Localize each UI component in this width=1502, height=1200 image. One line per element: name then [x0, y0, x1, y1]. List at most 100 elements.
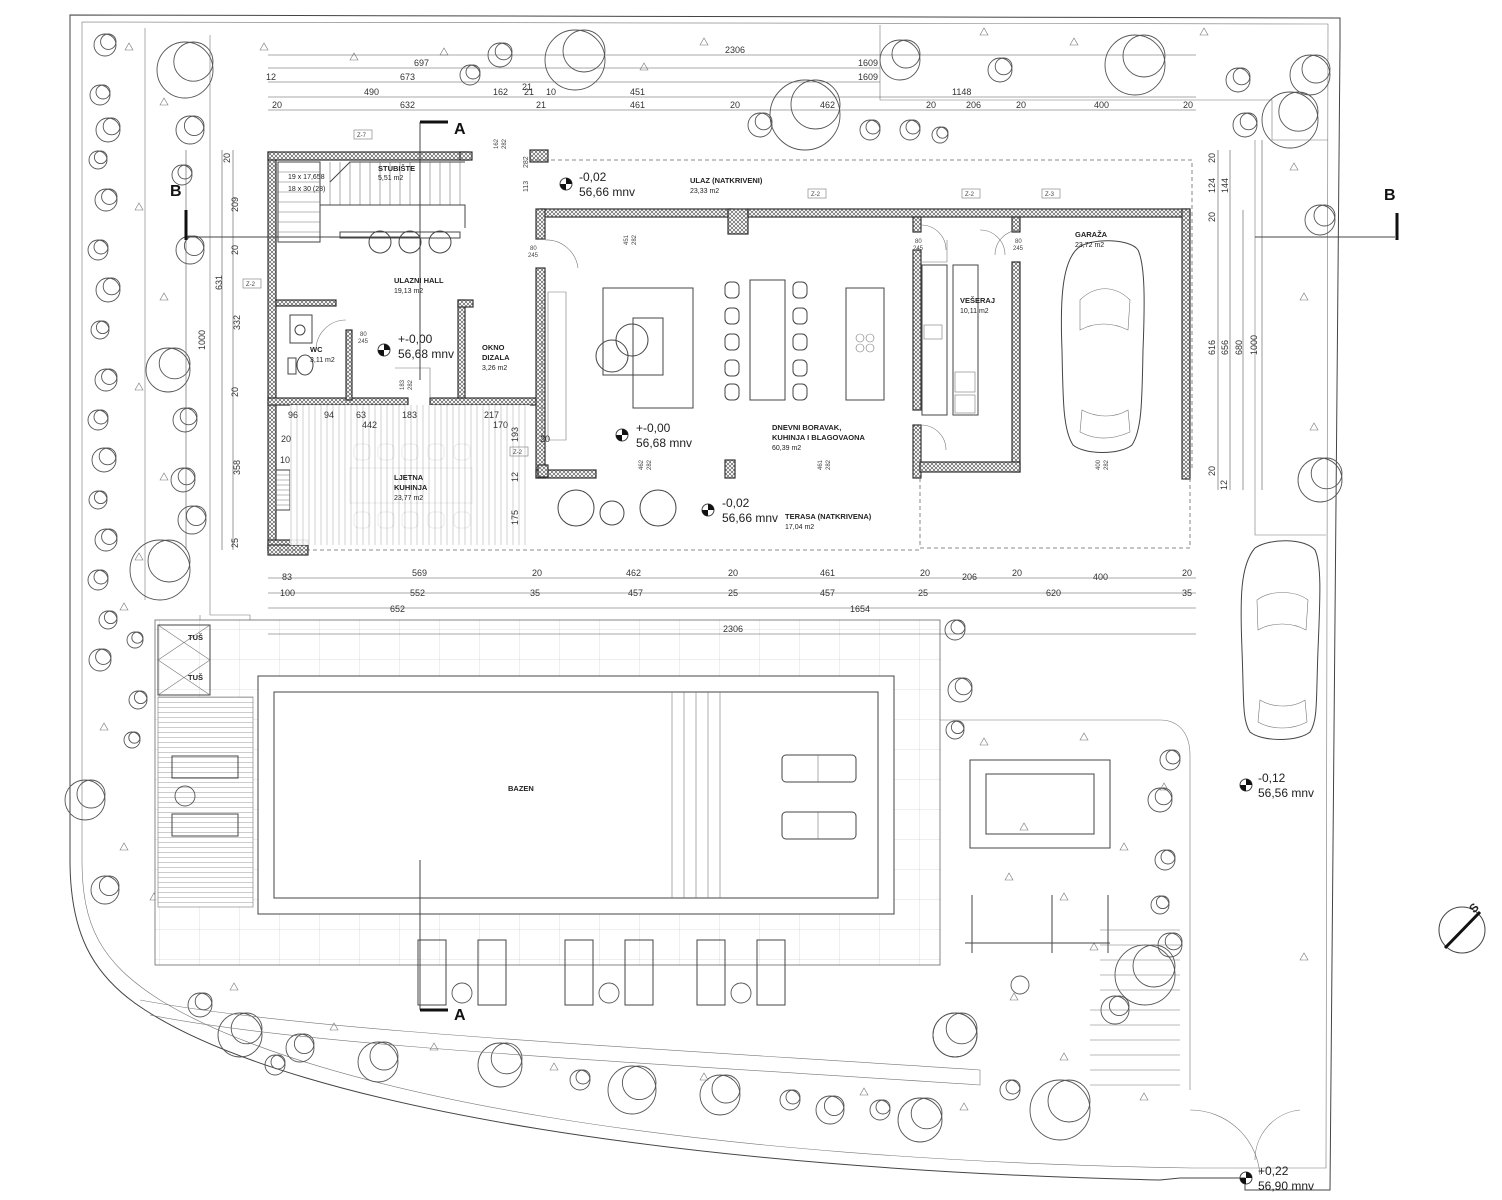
- ground-symbol: [859, 1087, 869, 1096]
- tree: [1261, 91, 1319, 149]
- room-area-ulaz: 23,33 m2: [690, 188, 719, 195]
- ground-symbol: [1079, 732, 1089, 741]
- tree: [459, 64, 481, 86]
- dim-top-r4-1: 632: [400, 100, 415, 110]
- door-tag-13: 282: [826, 459, 832, 470]
- tree-canopy: [790, 79, 841, 130]
- level-marker-boravak: +-0,00 56,68 mnv: [615, 421, 692, 450]
- tree-canopy: [185, 505, 207, 527]
- dim-bot-r2-6: 25: [918, 588, 928, 598]
- room-area-garaza: 23,72 m2: [1075, 242, 1104, 249]
- tree-canopy: [183, 235, 205, 257]
- tree: [1304, 204, 1336, 236]
- dimension-texts: 2306 697 1609 12 673 21 1609 490 162 21 …: [197, 45, 1259, 634]
- wall-tag-4: Z-2: [965, 192, 975, 198]
- dining-chair: [724, 307, 740, 325]
- room-name-hall: ULAZNI HALL: [394, 276, 444, 285]
- pool-area: [139, 619, 981, 1086]
- tree-canopy: [891, 39, 921, 69]
- tree-canopy: [1005, 1079, 1021, 1095]
- room-area-veseraj: 10,11 m2: [960, 308, 989, 315]
- tree: [93, 33, 117, 57]
- tree: [187, 992, 213, 1018]
- tree-canopy: [230, 1012, 263, 1045]
- dim-right-c2-0: 144: [1220, 178, 1230, 193]
- wall-tag-1: Z-2: [246, 282, 256, 288]
- door-tag-12: 461: [818, 459, 824, 470]
- level-marker-parking: -0,12 56,56 mnv: [1239, 771, 1314, 800]
- dim-int-10: 20: [281, 434, 291, 444]
- tree: [607, 1065, 657, 1115]
- tree-canopy: [93, 239, 109, 255]
- wall-tag-5: Z-3: [1045, 192, 1055, 198]
- dim-top-r3-5: 1148: [952, 87, 971, 97]
- dining-chair: [792, 333, 808, 351]
- staircase: [277, 161, 466, 243]
- room-labels: 19 x 17,658 18 x 30 (28) STUBIŠTE 5,51 m…: [188, 164, 1108, 793]
- dim-top-r2-3: 1609: [858, 72, 878, 82]
- dim-int-12: 175: [510, 510, 520, 525]
- room-area-ljetna: 23,77 m2: [394, 495, 423, 502]
- dim-int-13: 113: [523, 181, 530, 192]
- kitchen-island: [845, 287, 885, 401]
- tree-canopy: [1310, 457, 1343, 490]
- dim-top-r4-6: 20: [926, 100, 936, 110]
- room-name-veseraj: VEŠERAJ: [960, 296, 995, 305]
- dining-chair: [724, 333, 740, 351]
- ground-symbol: [119, 602, 129, 611]
- ground-symbol: [124, 42, 134, 51]
- tree-canopy: [1047, 1079, 1091, 1123]
- laundry-fixtures: [921, 240, 979, 416]
- room-area-wc: 3,11 m2: [310, 357, 335, 364]
- dim-bot-r2-2: 35: [530, 588, 540, 598]
- tree-canopy: [490, 1042, 523, 1075]
- level-hall-rel: +-0,00: [398, 332, 433, 346]
- ground-symbol: [1199, 27, 1209, 36]
- tree: [156, 41, 214, 99]
- hall-seating: [339, 230, 461, 254]
- wall-tag-0: Z-7: [357, 133, 367, 139]
- dim-int-11: 12: [510, 472, 520, 482]
- tree: [128, 690, 148, 710]
- ground-symbol: [1059, 892, 1069, 901]
- ground-symbol: [979, 27, 989, 36]
- tree-canopy: [194, 992, 213, 1011]
- ground-symbol: [1009, 992, 1019, 1001]
- dim-bot-r1-9: 20: [1182, 568, 1192, 578]
- ground-symbol: [439, 47, 449, 56]
- tree: [175, 115, 205, 145]
- dim-top-r3-2: 21: [524, 87, 534, 97]
- dim-bot-r1-0: 569: [412, 568, 427, 578]
- room-area-hall: 19,13 m2: [394, 288, 423, 295]
- room-name-tus-1: TUŠ: [188, 633, 203, 642]
- plot-boundary: [69, 14, 1341, 1191]
- tree: [264, 1054, 286, 1076]
- wall-tag-3: Z-2: [811, 192, 821, 198]
- dim-int-6: 170: [493, 420, 508, 430]
- dim-top-r4-8: 20: [1016, 100, 1026, 110]
- wall-tag-2: Z-2: [513, 450, 523, 456]
- tree-canopy: [575, 1069, 591, 1085]
- tree: [569, 1069, 591, 1091]
- room-name-boravak-1: DNEVNI BORAVAK,: [772, 423, 841, 432]
- tree: [94, 528, 118, 552]
- tree: [94, 188, 118, 212]
- dim-left-c1-2: 20: [230, 245, 240, 255]
- tree: [859, 119, 881, 141]
- tree-canopy: [823, 1095, 845, 1117]
- ground-symbol: [639, 62, 649, 71]
- door-tag-2: 80: [530, 246, 537, 252]
- tree-canopy: [494, 42, 513, 61]
- tree-canopy: [95, 320, 110, 335]
- ground-symbol: [159, 292, 169, 301]
- tree-canopy: [1165, 749, 1181, 765]
- tree: [172, 407, 198, 433]
- room-name-stubiste: STUBIŠTE: [378, 164, 415, 173]
- tree-canopy: [173, 41, 214, 82]
- door-tag-10: 462: [639, 459, 645, 470]
- tree: [87, 409, 109, 431]
- level-boravak-rel: +-0,00: [636, 421, 671, 435]
- dining-chair: [792, 383, 808, 401]
- garage-car: [1060, 240, 1145, 453]
